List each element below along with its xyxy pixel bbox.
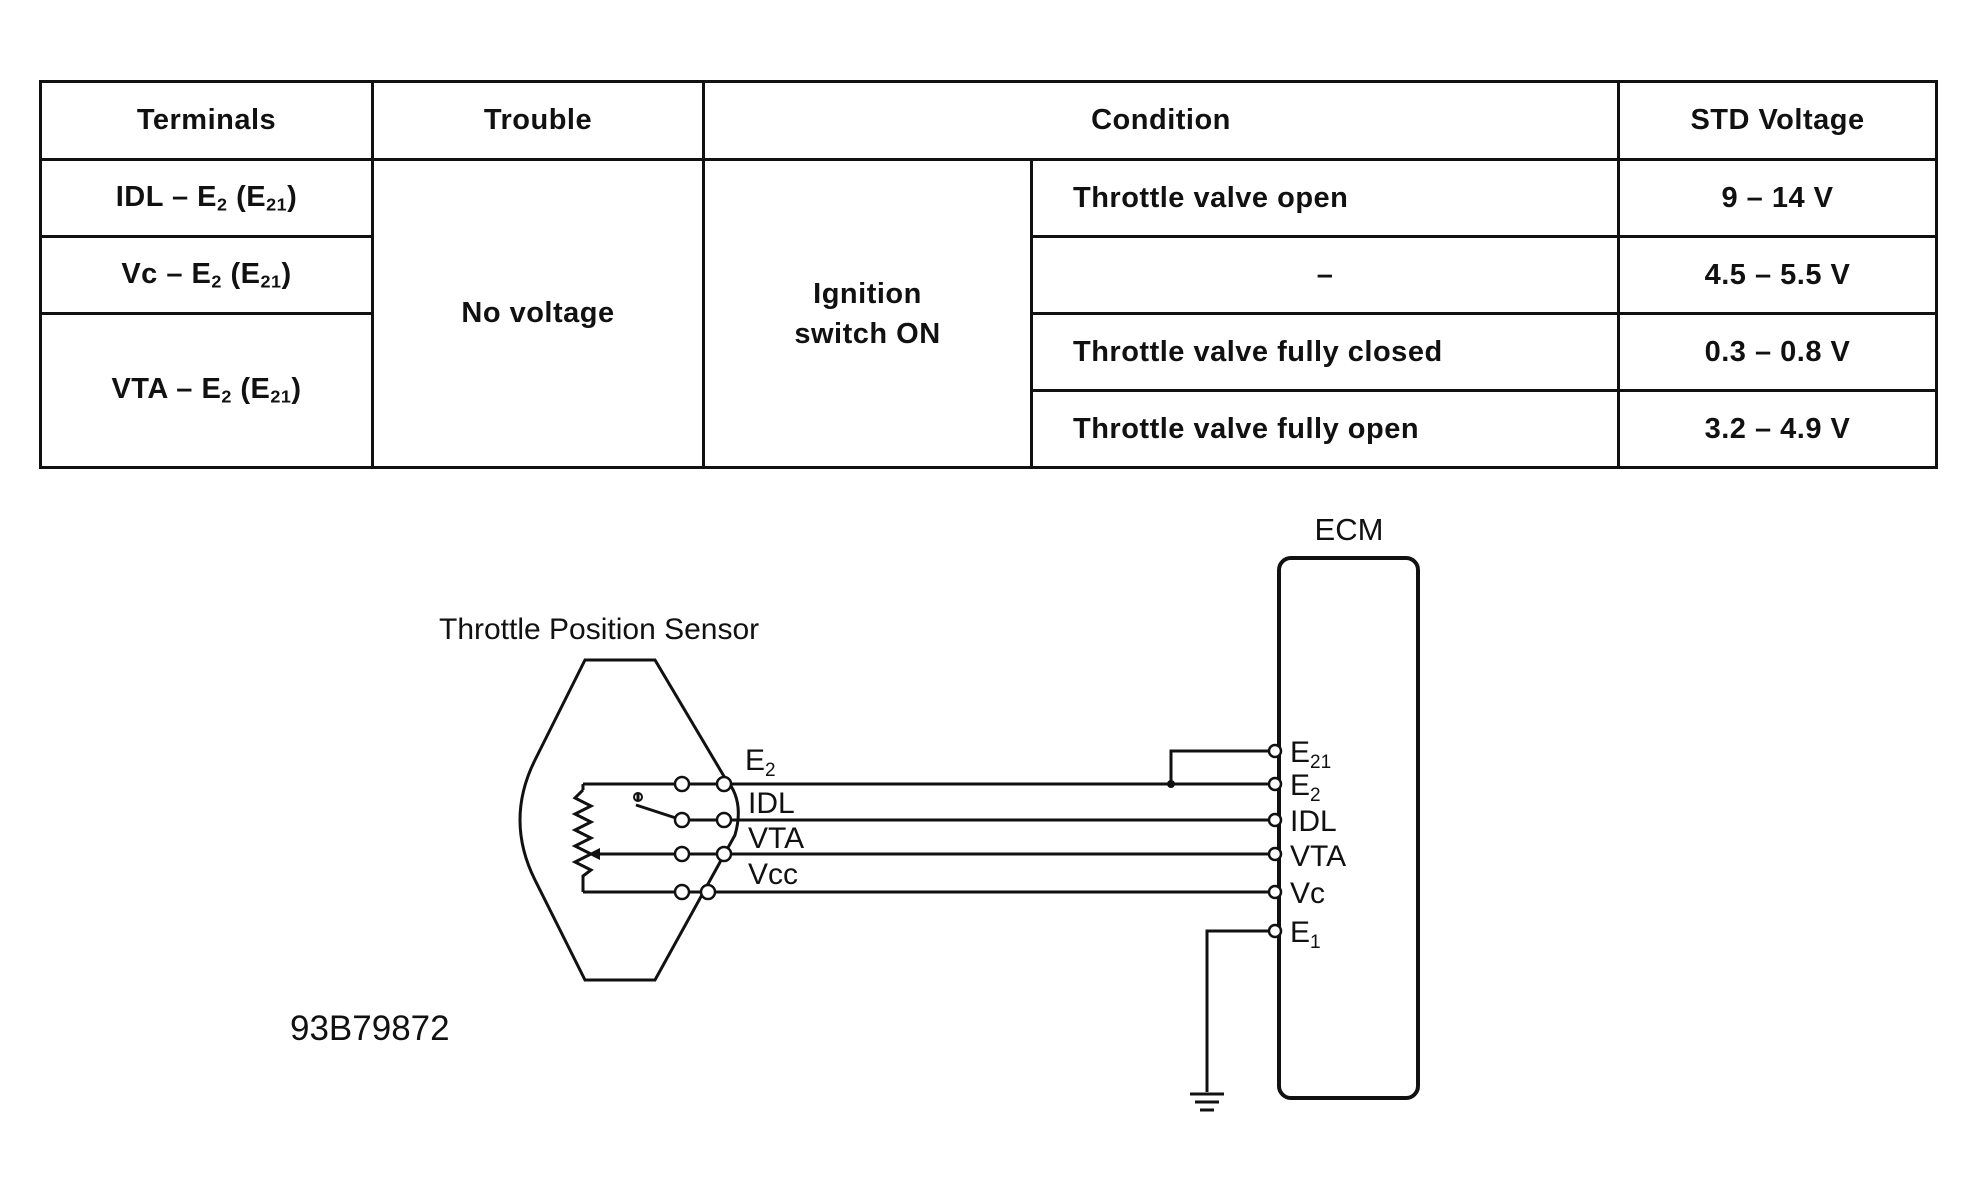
sensor-label-idl: IDL: [748, 787, 795, 820]
voltage-cell: 4.5 – 5.5 V: [1617, 235, 1939, 315]
terminal-voltage-table: Terminals Trouble Condition STD Voltage …: [39, 80, 1939, 469]
ecm-label-vta: VTA: [1290, 840, 1346, 873]
wire-e21: [1169, 749, 1269, 784]
ecm-label-vc: Vc: [1290, 877, 1325, 910]
terminal-cell-vta: VTA – E2 (E21): [39, 312, 374, 469]
voltage-cell: 3.2 – 4.9 V: [1617, 389, 1939, 469]
ecm-label-e21: E21: [1290, 736, 1331, 773]
ecm-label-e2: E2: [1290, 769, 1321, 806]
ecm-box: [1277, 556, 1420, 1100]
ecm-terminal-e1: [1267, 923, 1283, 939]
wiper-arrow-icon: [588, 848, 600, 860]
ecm-label-idl: IDL: [1290, 805, 1337, 838]
condition-main-line2: switch ON: [794, 317, 941, 350]
header-std-voltage: STD Voltage: [1617, 80, 1939, 161]
condition-detail-cell: Throttle valve open: [1029, 158, 1621, 238]
terminal-cell-idl: IDL – E2 (E21): [39, 158, 374, 238]
terminal-cell-vc: Vc – E2 (E21): [39, 235, 374, 315]
sensor-terminal-vcc: [699, 883, 717, 901]
ecm-terminal-e2: [1267, 776, 1283, 792]
condition-detail-cell: Throttle valve fully closed: [1029, 312, 1621, 392]
condition-main-cell: Ignition switch ON: [702, 158, 1033, 469]
ecm-label-e1: E1: [1290, 916, 1321, 953]
trouble-cell: No voltage: [371, 158, 705, 469]
condition-detail-cell: –: [1029, 235, 1621, 315]
figure-reference-number: 93B79872: [290, 1009, 450, 1048]
ecm-terminal-e21: [1267, 743, 1283, 759]
sensor-terminal-vta: [715, 845, 733, 863]
header-trouble: Trouble: [371, 80, 705, 161]
voltage-cell: 9 – 14 V: [1617, 158, 1939, 238]
ecm-terminal-idl: [1267, 812, 1283, 828]
sensor-label-vcc: Vcc: [748, 858, 798, 891]
sensor-body: [518, 658, 740, 982]
ecm-terminal-vta: [1267, 846, 1283, 862]
wire-e1: [1205, 929, 1269, 1092]
sensor-label-e2: E2: [745, 744, 776, 781]
header-condition: Condition: [701, 80, 1621, 161]
condition-detail-cell: Throttle valve fully open: [1029, 389, 1621, 469]
sensor-label-vta: VTA: [748, 822, 804, 855]
header-terminals: Terminals: [39, 80, 374, 161]
ground-icon: [1190, 1092, 1224, 1112]
ecm-terminal-vc: [1267, 884, 1283, 900]
sensor-terminal-idl: [715, 811, 733, 829]
resistor-icon: [571, 788, 595, 892]
sensor-terminal-e2: [715, 775, 733, 793]
condition-main-line1: Ignition: [813, 277, 922, 310]
sensor-label: Throttle Position Sensor: [439, 613, 759, 646]
ecm-label: ECM: [1315, 512, 1384, 547]
voltage-cell: 0.3 – 0.8 V: [1617, 312, 1939, 392]
